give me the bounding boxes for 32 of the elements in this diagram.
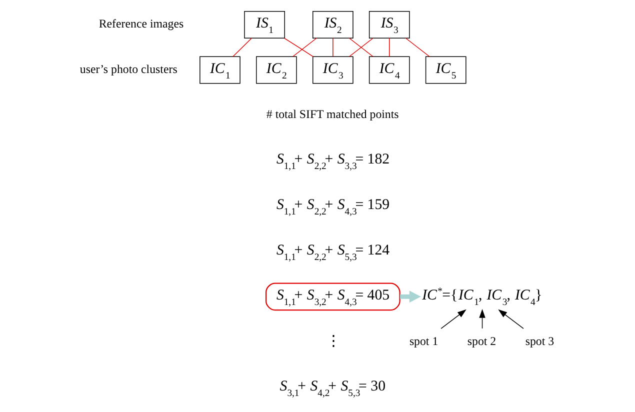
node-box: IS$_{2}$	[312, 10, 354, 38]
arrow	[479, 308, 486, 329]
label: S$_{1,1}$+ S$_{2,2}$+ S$_{4,3}$= 159	[276, 196, 390, 218]
arrow	[440, 309, 466, 329]
node-box: IC$_{4}$	[368, 56, 410, 84]
connector	[348, 38, 374, 57]
node-text: IC$^{*}$={IC$_{1}$, IC$_{3}$, IC$_{4}$}	[422, 286, 542, 308]
label: user’s photo clusters	[80, 62, 178, 76]
label: ⋮	[326, 334, 341, 350]
connector	[332, 38, 334, 57]
connector	[389, 38, 390, 57]
arrow	[400, 290, 421, 303]
node-text: spot 2	[467, 334, 496, 348]
node-text: spot 1	[409, 334, 438, 348]
label: S$_{1,1}$+ S$_{2,2}$+ S$_{3,3}$= 182	[276, 152, 390, 172]
node-box: S$_{1,1}$+ S$_{3,2}$+ S$_{4,3}$= 405	[265, 282, 400, 311]
node-box: IS$_{1}$	[244, 10, 285, 38]
node-box: IC$_{1}$	[200, 56, 240, 84]
label: Reference images	[98, 16, 184, 31]
connector	[405, 38, 430, 57]
node-box: IC$_{3}$	[312, 56, 354, 84]
label: # total SIFT matched points	[266, 107, 399, 122]
node-box: IC$_{5}$	[425, 56, 466, 84]
connector	[284, 38, 314, 57]
node-box: IC$_{2}$	[256, 56, 297, 84]
arrow	[498, 309, 524, 329]
connector	[292, 38, 317, 57]
connector	[232, 38, 252, 57]
label: S$_{1,1}$+ S$_{2,2}$+ S$_{5,3}$= 124	[276, 242, 390, 263]
node-box: IS$_{3}$	[368, 10, 410, 38]
label: S$_{3,1}$+ S$_{4,2}$+ S$_{5,3}$= 30	[280, 378, 386, 399]
node-text: spot 3	[525, 334, 554, 348]
